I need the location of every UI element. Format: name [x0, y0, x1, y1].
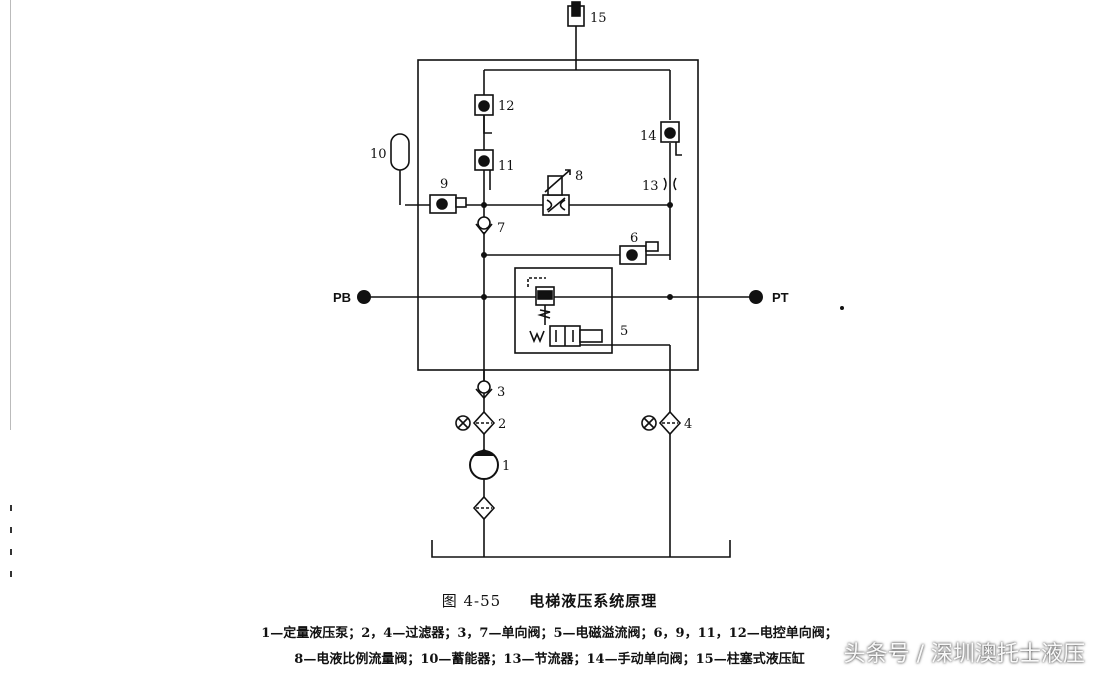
label-9: 9	[440, 177, 448, 192]
label-13: 13	[642, 179, 659, 194]
check-valve-11	[474, 149, 494, 190]
port-pb-dot	[357, 290, 371, 304]
figure-number: 图 4-55	[441, 592, 502, 610]
solenoid-check-valve-9	[429, 194, 467, 214]
legend-line-2: 8—电液比例流量阀；10—蓄能器；13—节流器；14—手动单向阀；15—柱塞式液…	[294, 652, 805, 667]
filter-4	[641, 410, 682, 436]
check-valve-7	[475, 216, 493, 236]
check-valve-12	[474, 94, 494, 134]
label-5: 5	[620, 324, 628, 339]
port-pt-dot	[749, 290, 763, 304]
pump-1	[469, 448, 499, 480]
page-edge-line	[10, 0, 11, 430]
tank-line	[431, 540, 731, 558]
hydraulic-schematic: 15 12 11 14 13 10 9	[333, 1, 844, 558]
label-12: 12	[498, 99, 515, 114]
port-pb-label: PB	[333, 290, 351, 305]
label-11: 11	[498, 159, 515, 174]
label-1: 1	[502, 459, 510, 474]
solenoid-check-valve-6	[619, 241, 659, 265]
throttle-13	[663, 177, 677, 191]
legend-line-1: 1—定量液压泵；2，4—过滤器；3，7—单向阀；5—电磁溢流阀；6，9，11，1…	[261, 626, 838, 641]
label-8: 8	[575, 169, 583, 184]
margin-marks	[10, 505, 14, 615]
manual-check-valve-14	[660, 121, 682, 156]
cylinder-15	[567, 1, 585, 27]
port-pt-label: PT	[772, 290, 789, 305]
suction-filter	[472, 495, 496, 521]
label-15: 15	[590, 11, 607, 26]
outer-frame	[417, 59, 699, 371]
label-3: 3	[497, 385, 505, 400]
watermark: 头条号 / 深圳澳托士液压	[843, 642, 1085, 667]
figure-caption: 图 4-55 电梯液压系统原理	[0, 590, 1099, 611]
solenoid-relief-valve-5	[527, 277, 603, 347]
check-valve-3	[475, 380, 493, 400]
inner-frame-5	[514, 267, 613, 354]
filter-2	[455, 410, 496, 436]
proportional-flow-valve-8	[542, 169, 571, 216]
label-14: 14	[640, 129, 657, 144]
label-2: 2	[498, 417, 506, 432]
label-7: 7	[497, 221, 505, 236]
label-4: 4	[684, 417, 692, 432]
label-10: 10	[370, 147, 387, 162]
label-6: 6	[630, 231, 638, 246]
accumulator-10	[390, 133, 410, 171]
figure-title: 电梯液压系统原理	[529, 592, 658, 610]
